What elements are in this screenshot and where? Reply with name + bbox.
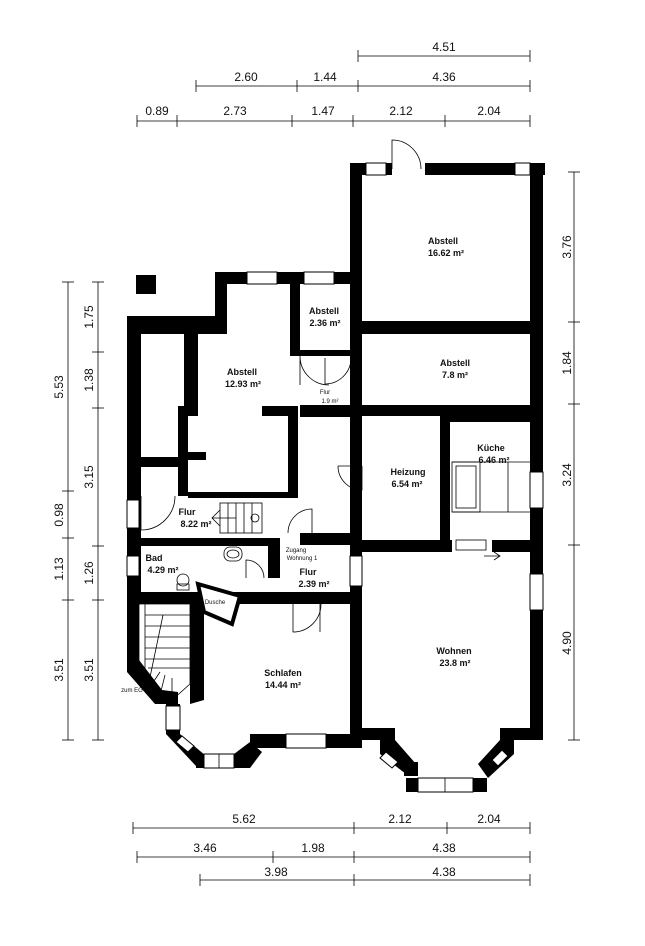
dim-label: 1.26 — [82, 561, 96, 585]
dim-label: 2.60 — [234, 70, 258, 84]
zugang-label: Zugang — [286, 548, 306, 554]
dimension-labels: 4.51 2.60 1.44 4.36 0.89 2.73 1.47 2.12 … — [52, 40, 574, 879]
dim-label: 3.15 — [82, 465, 96, 489]
room-name: Flur — [300, 567, 317, 577]
dim-label: 3.46 — [193, 841, 217, 855]
dusche-label: Dusche — [205, 600, 226, 606]
dim-label: 2.04 — [477, 104, 501, 118]
dim-label: 1.75 — [82, 305, 96, 329]
room-area: 12.93 m² — [225, 379, 261, 389]
room-name: Abstell — [440, 358, 470, 368]
dim-label: 4.51 — [432, 40, 456, 54]
dim-label: 4.90 — [560, 631, 574, 655]
stair-label: zum EG — [121, 688, 143, 694]
room-name: Wohnen — [436, 646, 471, 656]
room-area: 4.29 m² — [147, 565, 178, 575]
room-labels: Abstell 16.62 m² Abstell 2.36 m² Abstell… — [121, 236, 509, 694]
dim-label: 3.98 — [264, 865, 288, 879]
dim-label: 4.36 — [432, 70, 456, 84]
windows — [126, 162, 544, 793]
dim-label: 3.24 — [560, 463, 574, 487]
dimension-lines — [62, 50, 580, 886]
room-area: 8.22 m² — [180, 519, 211, 529]
stairs — [138, 502, 263, 701]
room-area: 7.8 m² — [442, 370, 468, 380]
dim-label: 3.51 — [82, 658, 96, 682]
dim-label: 0.89 — [145, 104, 169, 118]
dim-label: 1.98 — [301, 841, 325, 855]
dim-label: 0.98 — [52, 503, 66, 527]
room-name: Schlafen — [264, 668, 302, 678]
doors — [140, 139, 425, 633]
dim-label: 1.44 — [313, 70, 337, 84]
room-name: Abstell — [227, 367, 257, 377]
room-name: Heizung — [391, 467, 426, 477]
dim-label: 2.12 — [388, 812, 412, 826]
room-name: Bad — [145, 553, 162, 563]
dim-label: 5.53 — [52, 375, 66, 399]
zugang-label: Wohnung 1 — [287, 556, 318, 562]
room-name: Flur — [179, 507, 196, 517]
dim-label: 3.51 — [52, 658, 66, 682]
dim-label: 1.13 — [52, 557, 66, 581]
room-area: 14.44 m² — [265, 680, 301, 690]
dim-label: 4.38 — [432, 865, 456, 879]
dim-label: 1.84 — [560, 351, 574, 375]
fixtures — [176, 461, 530, 627]
walls — [127, 163, 545, 792]
dim-label: 1.38 — [82, 368, 96, 392]
room-area: 16.62 m² — [428, 248, 464, 258]
room-name: Küche — [477, 443, 505, 453]
room-name: Abstell — [428, 236, 458, 246]
room-name: Flur — [320, 390, 330, 396]
room-name: Abstell — [309, 306, 339, 316]
room-area: 6.54 m² — [391, 479, 422, 489]
room-area: 2.36 m² — [309, 318, 340, 328]
dim-label: 1.47 — [311, 104, 335, 118]
dim-label: 2.04 — [477, 812, 501, 826]
dim-label: 3.76 — [560, 235, 574, 259]
dim-label: 4.38 — [432, 841, 456, 855]
room-area: 6.46 m² — [478, 455, 509, 465]
dim-label: 2.12 — [389, 104, 413, 118]
room-area: 1.9 m² — [321, 399, 338, 405]
dim-label: 5.62 — [232, 812, 256, 826]
dim-label: 2.73 — [223, 104, 247, 118]
room-area: 23.8 m² — [439, 658, 470, 668]
room-area: 2.39 m² — [298, 579, 329, 589]
